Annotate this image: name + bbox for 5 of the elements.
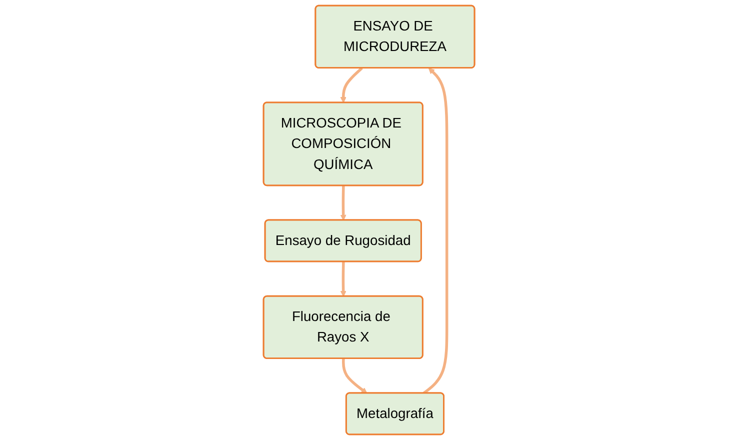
arrow bbox=[340, 262, 346, 297]
arrow bbox=[422, 68, 448, 394]
arrow bbox=[340, 67, 363, 104]
arrow bbox=[340, 186, 346, 221]
arrow bbox=[342, 358, 368, 394]
